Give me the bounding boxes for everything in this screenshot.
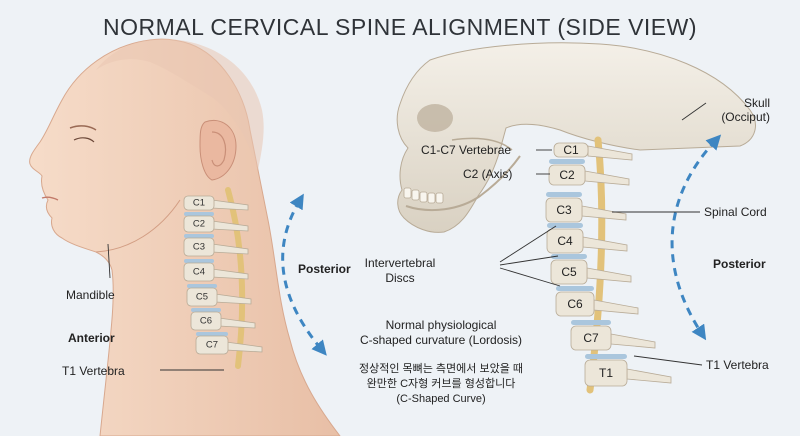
- left-vertebra-label-c5: C5: [195, 291, 209, 303]
- right-vertebra-label-c1: C1: [563, 143, 579, 157]
- right-vertebra-label-c6: C6: [567, 297, 583, 311]
- left-curvature-arrow: [281, 193, 327, 356]
- korean-caption: 정상적인 목뼈는 측면에서 보았을 때 완만한 C자형 커브를 형성합니다 (C…: [311, 362, 571, 407]
- right-disc: [585, 354, 627, 359]
- spinal-cord-label: Spinal Cord: [704, 205, 767, 219]
- skull-label: Skull (Occiput): [690, 96, 770, 124]
- discs-label-line2: Discs: [385, 271, 415, 285]
- right-curvature-arrow: [670, 134, 722, 341]
- right-spinous-process: [584, 170, 630, 186]
- page-title: NORMAL CERVICAL SPINE ALIGNMENT (SIDE VI…: [102, 14, 698, 40]
- left-disc: [196, 332, 228, 336]
- right-spine: [545, 136, 672, 394]
- right-disc: [546, 192, 582, 197]
- right-vertebra-label-c2: C2: [559, 168, 575, 182]
- right-vertebra-body: [548, 164, 586, 186]
- c2-axis-label: C2 (Axis): [463, 167, 513, 181]
- left-vertebra-body: [186, 287, 218, 307]
- left-vertebra-body: [183, 262, 215, 282]
- right-vertebra-body: [555, 291, 595, 317]
- left-posterior-label: Posterior: [298, 262, 351, 276]
- right-spinous-process: [586, 267, 632, 283]
- mandible-label: Mandible: [66, 288, 115, 302]
- right-vertebra-body: [570, 325, 612, 351]
- right-vertebra-body: [553, 142, 589, 158]
- left-vertebra-body: [190, 311, 222, 331]
- right-vertebra-label-c7: C7: [583, 331, 599, 345]
- right-vertebra-body: [546, 228, 584, 254]
- right-disc: [547, 223, 583, 228]
- left-vertebra-body: [195, 335, 229, 355]
- skull-label-line1: Skull: [743, 96, 770, 110]
- right-spinous-process: [626, 368, 672, 384]
- right-vertebra-label-c4: C4: [557, 234, 573, 248]
- discs-label-line1: Intervertebral: [364, 256, 436, 270]
- left-disc: [184, 212, 214, 216]
- korean-line3: (C-Shaped Curve): [396, 393, 486, 405]
- right-disc: [549, 159, 585, 164]
- right-vertebra-label-t1: T1: [598, 366, 614, 380]
- right-disc: [551, 254, 587, 259]
- right-vertebra-label-c5: C5: [561, 265, 577, 279]
- skull: [396, 42, 756, 233]
- leader-lines: [107, 102, 707, 371]
- curvature-line2: C-shaped curvature (Lordosis): [359, 333, 523, 347]
- left-disc: [187, 284, 217, 288]
- skull-label-line2: (Occiput): [721, 110, 770, 124]
- left-disc: [184, 234, 214, 238]
- curvature-caption: Normal physiological C-shaped curvature …: [331, 318, 551, 348]
- left-t1-label: T1 Vertebra: [62, 364, 125, 378]
- right-vertebra-label-c3: C3: [556, 203, 572, 217]
- left-vertebra-label-c6: C6: [199, 315, 213, 327]
- intervertebral-discs-label: Intervertebral Discs: [340, 256, 460, 286]
- left-vertebra-body: [183, 195, 215, 211]
- left-spine: [183, 187, 263, 369]
- left-vertebra-label-c1: C1: [192, 197, 206, 209]
- left-vertebra-body: [183, 215, 215, 233]
- right-disc: [571, 320, 611, 325]
- left-vertebra-body: [183, 237, 215, 257]
- left-vertebra-label-c2: C2: [192, 218, 206, 230]
- right-disc: [556, 286, 594, 291]
- right-vertebra-body: [550, 259, 588, 285]
- right-vertebra-body: [584, 359, 628, 387]
- right-t1-label: T1 Vertebra: [706, 358, 769, 372]
- right-spinous-process: [610, 333, 656, 349]
- left-vertebra-label-c3: C3: [192, 241, 206, 253]
- curvature-line1: Normal physiological: [385, 318, 497, 332]
- head-silhouette: [29, 38, 341, 436]
- left-disc: [191, 308, 221, 312]
- right-vertebra-body: [545, 197, 583, 223]
- korean-line2: 완만한 C자형 커브를 형성합니다: [366, 378, 516, 390]
- anterior-label: Anterior: [68, 331, 115, 345]
- left-vertebra-label-c7: C7: [205, 339, 219, 351]
- right-posterior-label: Posterior: [713, 257, 766, 271]
- c1-c7-label: C1-C7 Vertebrae: [421, 143, 512, 157]
- left-disc: [184, 259, 214, 263]
- left-vertebra-label-c4: C4: [192, 266, 206, 278]
- korean-line1: 정상적인 목뼈는 측면에서 보았을 때: [358, 363, 524, 375]
